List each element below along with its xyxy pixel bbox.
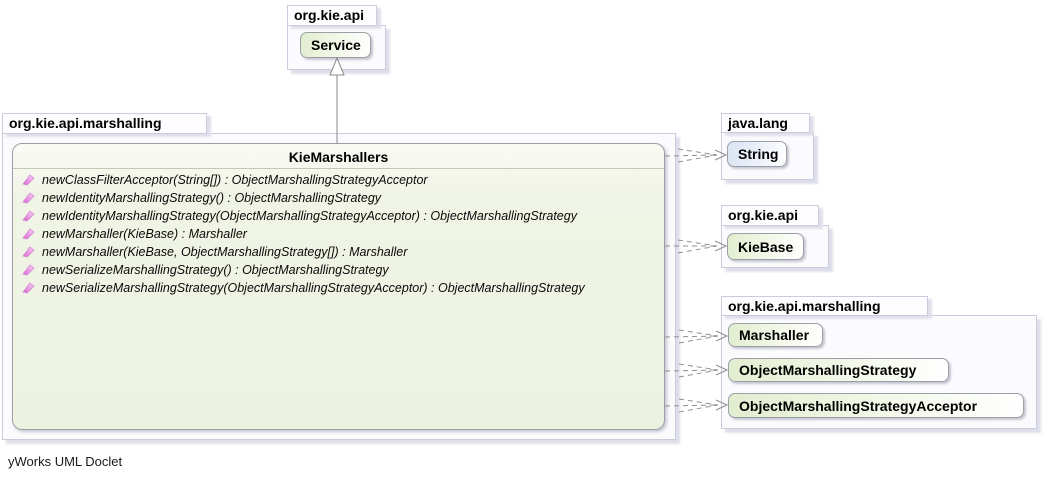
method-icon	[22, 192, 35, 204]
method-list: newClassFilterAcceptor(String[]) : Objec…	[13, 169, 664, 297]
method-item[interactable]: newSerializeMarshallingStrategy(ObjectMa…	[13, 279, 664, 297]
method-signature: newMarshaller(KieBase) : Marshaller	[42, 227, 247, 241]
method-icon	[22, 246, 35, 258]
method-signature: newSerializeMarshallingStrategy(ObjectMa…	[42, 281, 585, 295]
package-tab-org-kie-api-marshalling-main[interactable]: org.kie.api.marshalling	[2, 113, 207, 134]
class-node-objectmarshallingstrategy[interactable]: ObjectMarshallingStrategy	[728, 358, 949, 382]
method-item[interactable]: newMarshaller(KieBase, ObjectMarshalling…	[13, 243, 664, 261]
package-tab-org-kie-api-right[interactable]: org.kie.api	[721, 205, 819, 226]
method-signature: newIdentityMarshallingStrategy(ObjectMar…	[42, 209, 577, 223]
method-item[interactable]: newMarshaller(KieBase) : Marshaller	[13, 225, 664, 243]
method-icon	[22, 282, 35, 294]
method-icon	[22, 228, 35, 240]
doclet-credit: yWorks UML Doclet	[8, 454, 123, 469]
method-item[interactable]: newIdentityMarshallingStrategy() : Objec…	[13, 189, 664, 207]
method-item[interactable]: newSerializeMarshallingStrategy() : Obje…	[13, 261, 664, 279]
realization-arrow-service	[329, 56, 345, 143]
package-tab-java-lang[interactable]: java.lang	[721, 113, 810, 133]
method-signature: newIdentityMarshallingStrategy() : Objec…	[42, 191, 382, 205]
class-node-kiemarshallers[interactable]: KieMarshallers newClassFilterAcceptor(St…	[12, 143, 665, 430]
class-node-string[interactable]: String	[727, 141, 787, 167]
method-signature: newClassFilterAcceptor(String[]) : Objec…	[42, 173, 428, 187]
method-item[interactable]: newIdentityMarshallingStrategy(ObjectMar…	[13, 207, 664, 225]
package-tab-org-kie-api-marshalling-right[interactable]: org.kie.api.marshalling	[721, 296, 928, 316]
class-node-kiebase[interactable]: KieBase	[727, 233, 804, 260]
method-icon	[22, 264, 35, 276]
package-tab-org-kie-api-top[interactable]: org.kie.api	[287, 5, 377, 26]
method-icon	[22, 210, 35, 222]
class-title-kiemarshallers[interactable]: KieMarshallers	[13, 144, 664, 169]
method-item[interactable]: newClassFilterAcceptor(String[]) : Objec…	[13, 171, 664, 189]
method-icon	[22, 174, 35, 186]
class-node-objectmarshallingstrategyacceptor[interactable]: ObjectMarshallingStrategyAcceptor	[728, 393, 1024, 418]
method-signature: newMarshaller(KieBase, ObjectMarshalling…	[42, 245, 408, 259]
method-signature: newSerializeMarshallingStrategy() : Obje…	[42, 263, 389, 277]
class-node-marshaller[interactable]: Marshaller	[728, 323, 823, 347]
class-node-service[interactable]: Service	[300, 32, 371, 58]
